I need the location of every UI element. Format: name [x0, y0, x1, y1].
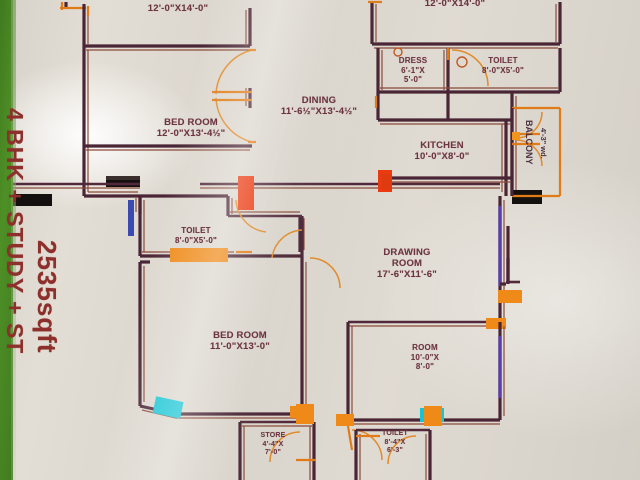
window-strip-left: [128, 200, 134, 236]
window-block-bedroom1: [106, 176, 140, 187]
room-label-bedroom-1: BED ROOM 12'-0"X13'-4½": [156, 117, 226, 139]
door-block-drawing-right: [498, 290, 522, 303]
title-configuration: 4 BHK + STUDY + ST: [2, 108, 28, 355]
room-label-drawing-room: DRAWING ROOM 17'-6"X11'-6": [377, 247, 437, 280]
walls-dining: [84, 8, 252, 151]
window-block-bedroom2: [152, 396, 184, 419]
balcony-width-note: 4'-3" wd.: [539, 128, 548, 159]
room-label-dress: DRESS 6'-1"X 5'-0": [398, 56, 428, 84]
door-block-drawing-top: [486, 318, 506, 329]
walls-top-right: [368, 0, 562, 120]
room-label-toilet-left: TOILET 8'-0"X5'-0": [174, 226, 218, 245]
door-swing-dining-double: [212, 48, 256, 144]
room-label-toilet-top: TOILET 8'-0"X5'-0": [481, 56, 525, 75]
room-label-top-bedroom: 12'-0"X14'-0": [147, 3, 209, 14]
room-label-kitchen: KITCHEN 10'-0"X8'-0": [414, 140, 470, 162]
room-label-dining: DINING 11'-6½"X13'-4½": [280, 95, 358, 117]
green-edge-strip-inner: [11, 0, 16, 480]
misc-markers: [86, 6, 392, 190]
room-label-toilet-bottom: TOILET 8'-4"X 6'-3": [382, 430, 408, 454]
window-block-left: [4, 194, 52, 206]
walls-balcony: [510, 106, 562, 198]
door-block-toilet-left: [170, 248, 228, 262]
room-label-store: STORE 4'-4"X 7'-0": [260, 432, 286, 456]
room-label-bedroom-2: BED ROOM 11'-0"X13'-0": [210, 330, 270, 352]
door-block-store: [296, 404, 314, 424]
room-label-room: ROOM 10'-0"X 8'-0": [410, 343, 440, 371]
title-area: 2535sqft: [32, 240, 62, 354]
red-marker-top: [238, 176, 254, 210]
walls-drawing-room: [300, 196, 520, 420]
room-label-balcony: BALCONY: [524, 120, 534, 165]
green-edge-strip: [0, 0, 13, 480]
walls-toilet-bottom: [354, 428, 432, 480]
door-block-toilet-bottom: [424, 406, 442, 426]
walls-top-left: [60, 2, 250, 214]
room-label-top-right: 12'-0"X14'-0": [424, 0, 486, 9]
door-block-room: [336, 414, 354, 426]
